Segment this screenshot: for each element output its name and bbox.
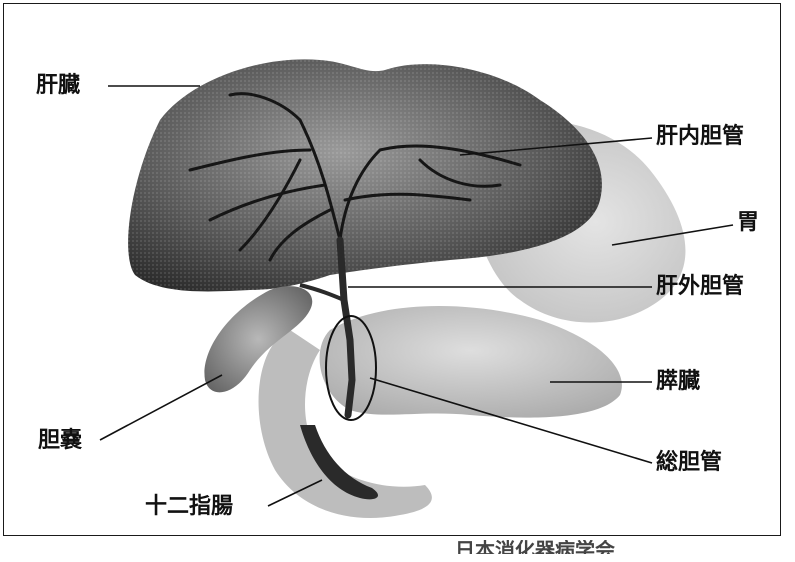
label-extrahepatic-bile-duct: 肝外胆管: [656, 276, 744, 298]
label-common-bile-duct: 総胆管: [656, 452, 722, 474]
label-gallbladder: 胆嚢: [38, 430, 82, 452]
label-intrahepatic-bile-duct: 肝内胆管: [656, 126, 744, 148]
label-duodenum: 十二指腸: [145, 496, 233, 518]
label-stomach: 胃: [737, 212, 759, 234]
footer-text: 日本消化器病学会: [455, 540, 615, 560]
leader-gallbladder: [100, 375, 222, 440]
pancreas-shape: [320, 306, 622, 418]
label-pancreas: 膵臓: [656, 371, 700, 393]
label-liver: 肝臓: [36, 75, 80, 97]
